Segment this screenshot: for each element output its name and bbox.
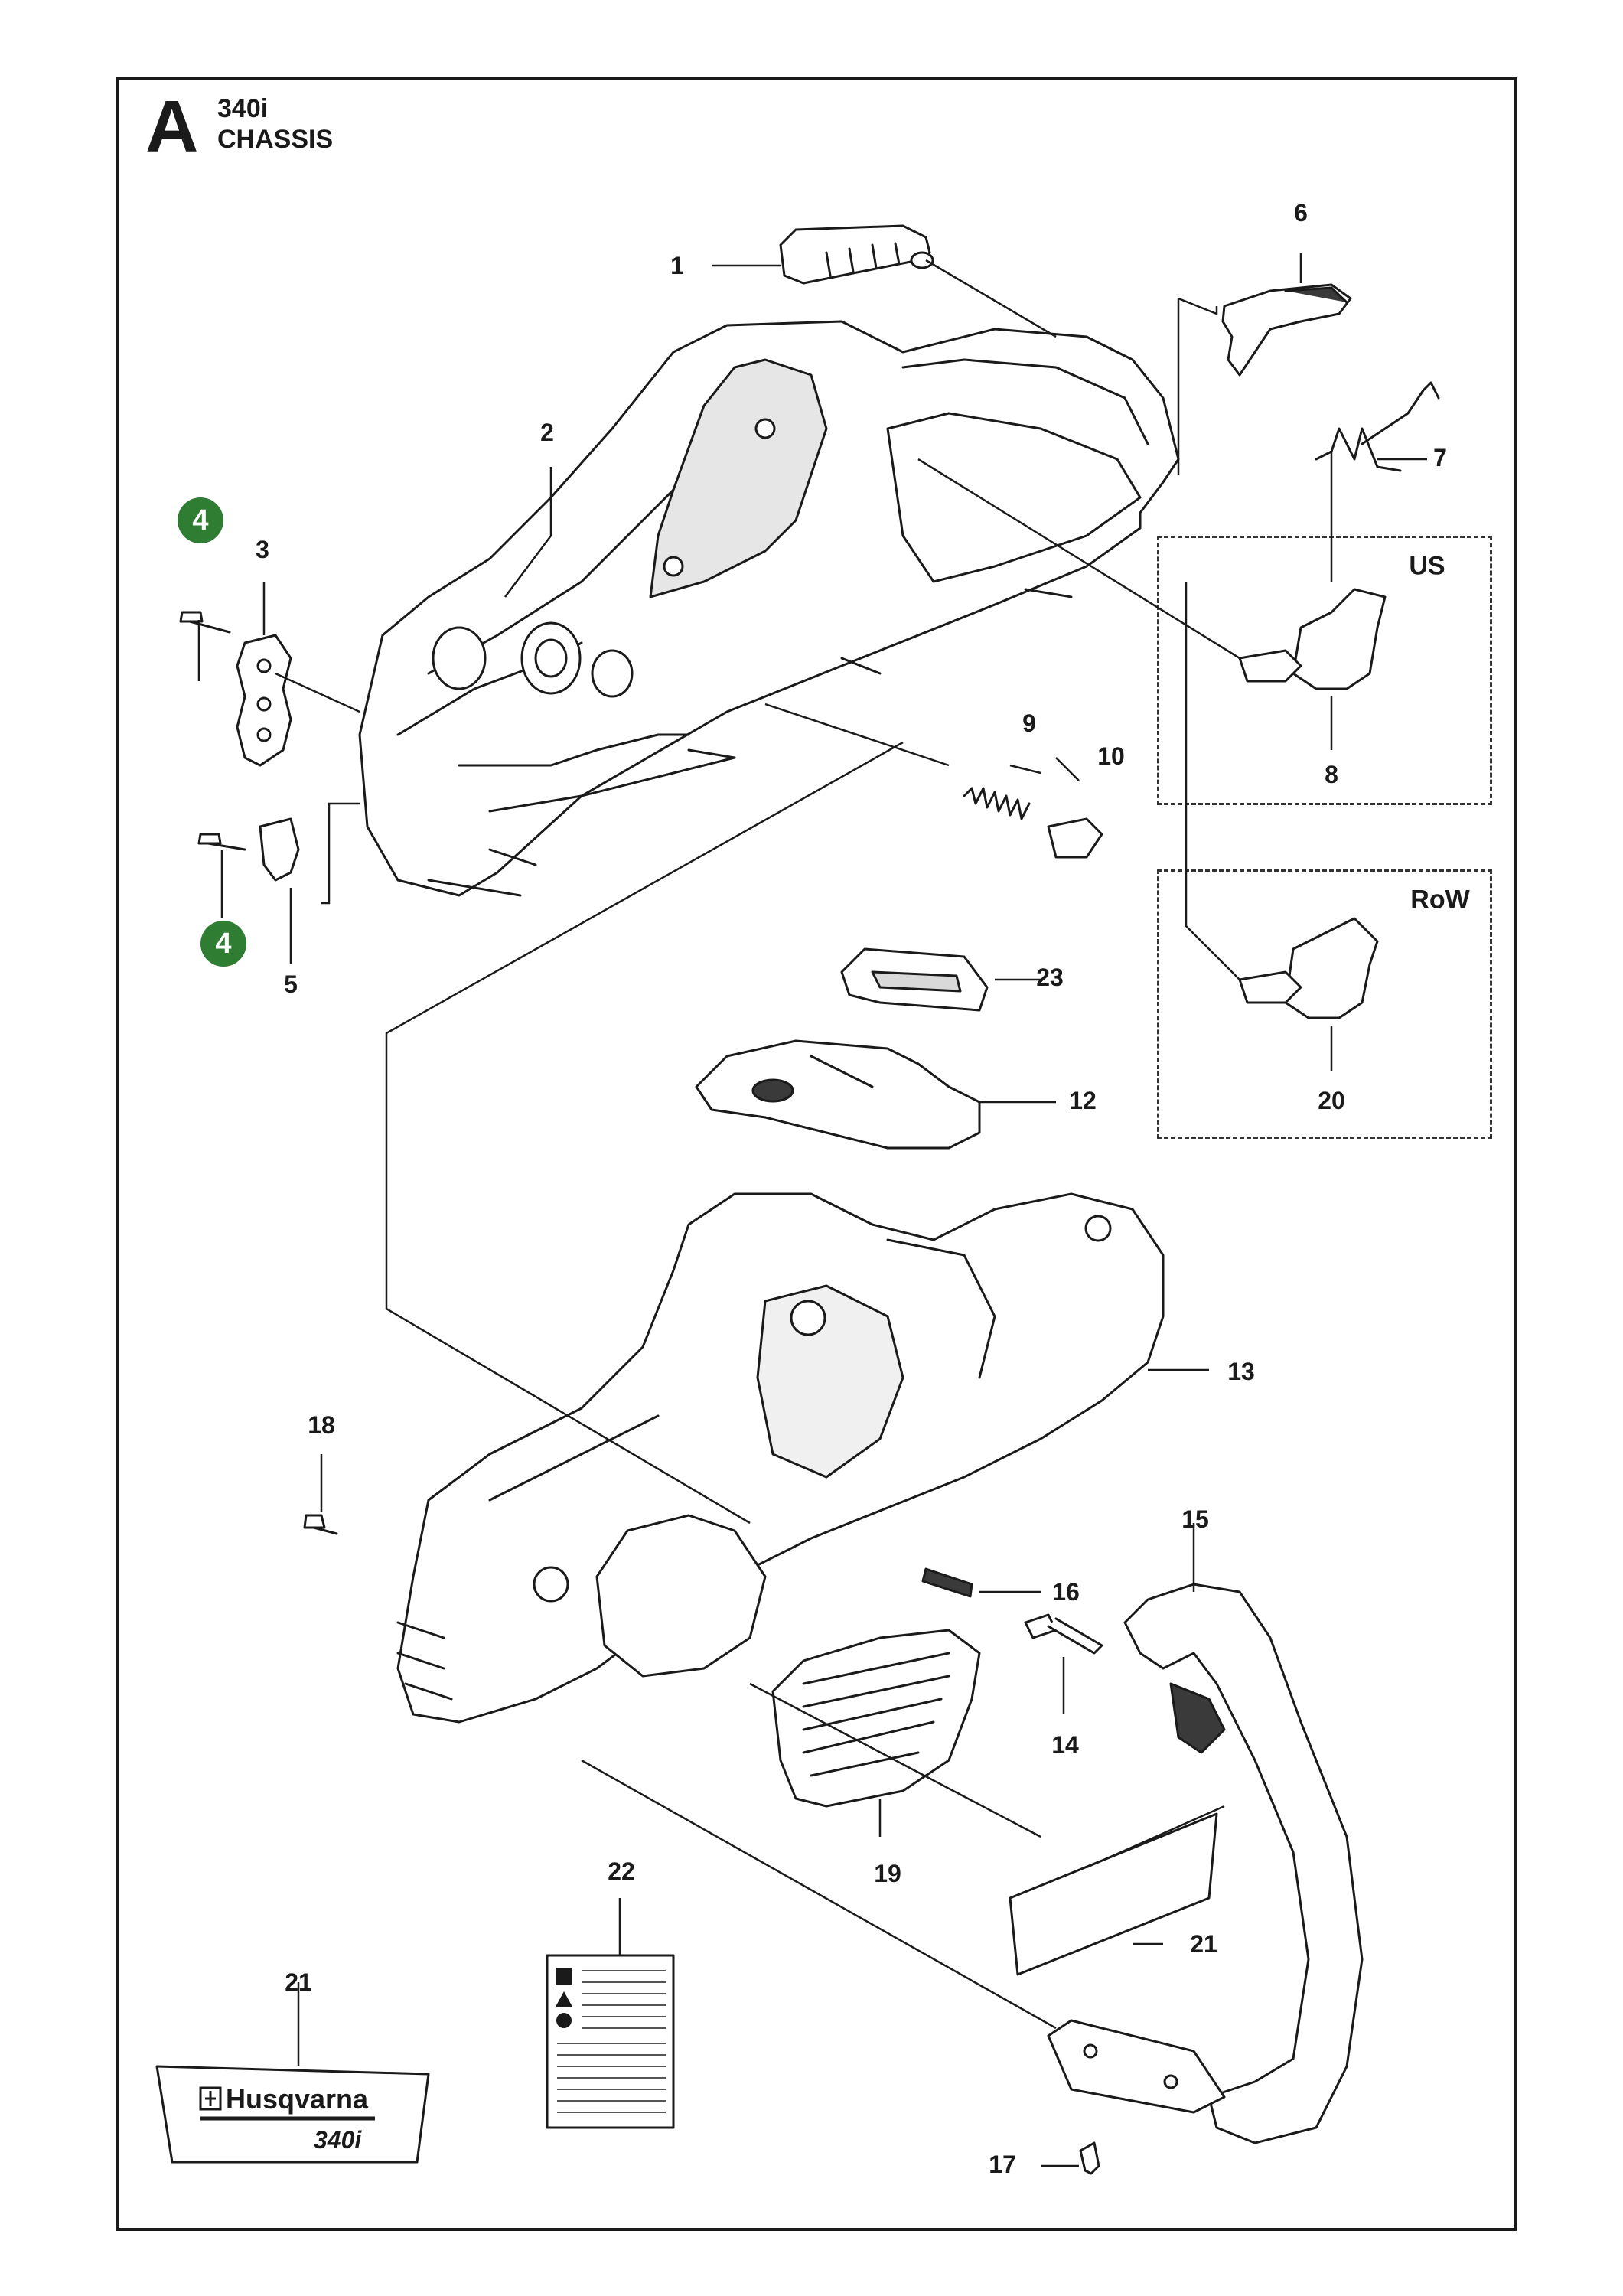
chassis-upper-part (358, 320, 1180, 897)
callout-8: 8 (1325, 761, 1338, 788)
callout-21-side: 21 (1190, 1930, 1217, 1958)
callout-15: 15 (1181, 1505, 1209, 1533)
us-variant-box (1157, 536, 1492, 805)
filter-grid-part (840, 947, 989, 1012)
crankcase-housing-part (396, 1192, 1165, 1724)
bolt-14-part (1024, 1613, 1103, 1655)
row-variant-label: RoW (1410, 885, 1470, 915)
callout-20: 20 (1318, 1087, 1345, 1114)
callout-18: 18 (308, 1411, 335, 1439)
warning-label-pictograms (556, 1968, 572, 2028)
callout-21-brand: 21 (285, 1968, 312, 1996)
bracket-part (259, 817, 300, 882)
decal-logo-artwork (199, 2086, 375, 2121)
us-variant-label: US (1409, 551, 1445, 581)
callout-16: 16 (1052, 1578, 1080, 1606)
decal-model-text: 340i (314, 2126, 362, 2154)
intake-grille-part (771, 1629, 981, 1808)
screw-17-part (1079, 2141, 1100, 2175)
callout-14: 14 (1051, 1731, 1079, 1759)
front-handle-part (1047, 1583, 1364, 2144)
callout-17: 17 (989, 2151, 1016, 2178)
side-decal-part (1009, 1812, 1218, 1976)
screw-part-lower (197, 833, 246, 851)
cylinder-cover-part (695, 1039, 981, 1150)
callout-19: 19 (874, 1860, 901, 1887)
latch-part (1047, 817, 1103, 859)
throttle-trigger-us-part (1238, 588, 1387, 690)
section-letter: A (145, 86, 199, 168)
brand-decal-part (155, 2065, 430, 2164)
decal-brand-text: Husqvarna (226, 2083, 369, 2115)
row-variant-box (1157, 869, 1492, 1139)
throttle-trigger-row-part (1238, 917, 1379, 1019)
callout-3: 3 (256, 536, 269, 563)
screw-18-part (303, 1514, 338, 1535)
screw-16-part (921, 1567, 973, 1598)
handle-insert-part (779, 224, 934, 285)
callout-4-upper-badge: 4 (178, 497, 223, 543)
warning-label-text-lines (557, 1970, 666, 2113)
callout-23: 23 (1036, 964, 1064, 991)
callout-4-lower-badge: 4 (200, 921, 246, 967)
callout-1: 1 (670, 252, 684, 279)
callout-10: 10 (1097, 742, 1125, 770)
model-label: 340i (217, 94, 269, 123)
screw-part-upper (179, 611, 231, 634)
dog-plate-part (236, 634, 292, 767)
compression-spring-part (963, 787, 1031, 820)
callout-9: 9 (1022, 709, 1036, 737)
torsion-spring-part (1315, 381, 1440, 472)
callout-6: 6 (1294, 199, 1308, 227)
callout-5: 5 (284, 970, 298, 998)
leader-lines (197, 253, 1427, 2167)
callout-13: 13 (1227, 1358, 1255, 1385)
warning-label-part (546, 1954, 675, 2129)
section-title: CHASSIS (217, 125, 334, 154)
callout-12: 12 (1069, 1087, 1097, 1114)
callout-22: 22 (608, 1857, 635, 1885)
throttle-lockout-part (1221, 283, 1352, 377)
callout-7: 7 (1433, 444, 1447, 471)
callout-2: 2 (540, 419, 554, 446)
diagram-frame (116, 77, 1517, 2231)
